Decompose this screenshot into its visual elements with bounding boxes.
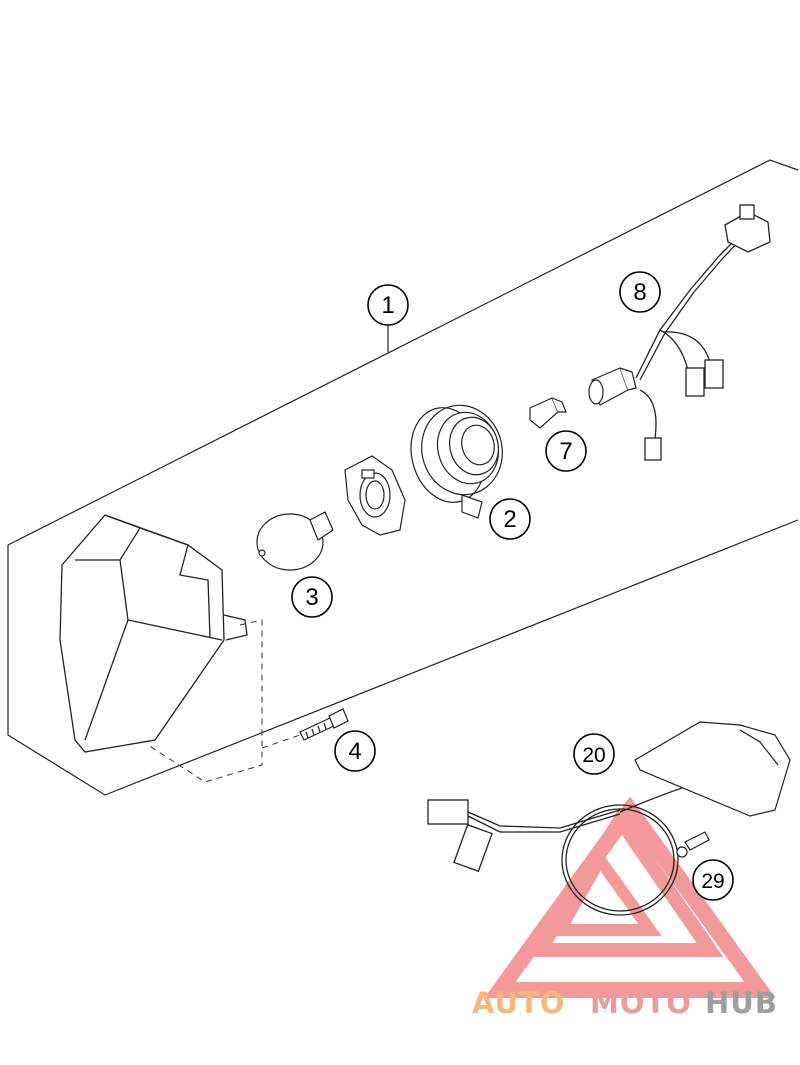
svg-text:2: 2 — [503, 506, 516, 533]
svg-text:MOTO: MOTO — [590, 986, 692, 1020]
svg-text:29: 29 — [701, 870, 724, 893]
svg-text:7: 7 — [559, 438, 572, 465]
callout-4: 4 — [334, 730, 376, 772]
svg-text:4: 4 — [348, 738, 361, 765]
callout-7: 7 — [545, 430, 587, 472]
assembly-frame — [7, 159, 799, 796]
svg-text:8: 8 — [633, 279, 646, 306]
callout-3: 3 — [291, 576, 333, 618]
svg-text:3: 3 — [305, 584, 318, 611]
screw-icon — [299, 708, 349, 741]
headlight-mask-icon — [59, 514, 248, 753]
bulb-holder-icon — [344, 455, 406, 536]
cover-plate-icon — [634, 721, 791, 817]
svg-text:HUB: HUB — [705, 986, 778, 1020]
callout-20: 20 — [573, 733, 615, 775]
watermark-logo-icon — [484, 796, 776, 998]
svg-text:1: 1 — [381, 292, 394, 319]
cable-harness-icon — [427, 769, 761, 916]
svg-text:20: 20 — [582, 744, 605, 767]
callout-1: 1 — [367, 284, 409, 326]
svg-text:AUTO: AUTO — [472, 986, 566, 1020]
mounting-guide-lines — [147, 619, 301, 783]
wiring-harness-icon — [635, 204, 771, 461]
callout-8: 8 — [619, 271, 661, 313]
small-bulb-icon — [529, 397, 567, 429]
rubber-cap-icon — [410, 404, 503, 519]
socket-icon — [588, 367, 637, 406]
callout-2: 2 — [489, 498, 531, 540]
bulb-icon — [256, 511, 334, 571]
watermark-text: AUTO MOTO HUB — [472, 986, 778, 1020]
callout-29: 29 — [692, 859, 734, 901]
screw-icon — [676, 831, 710, 858]
